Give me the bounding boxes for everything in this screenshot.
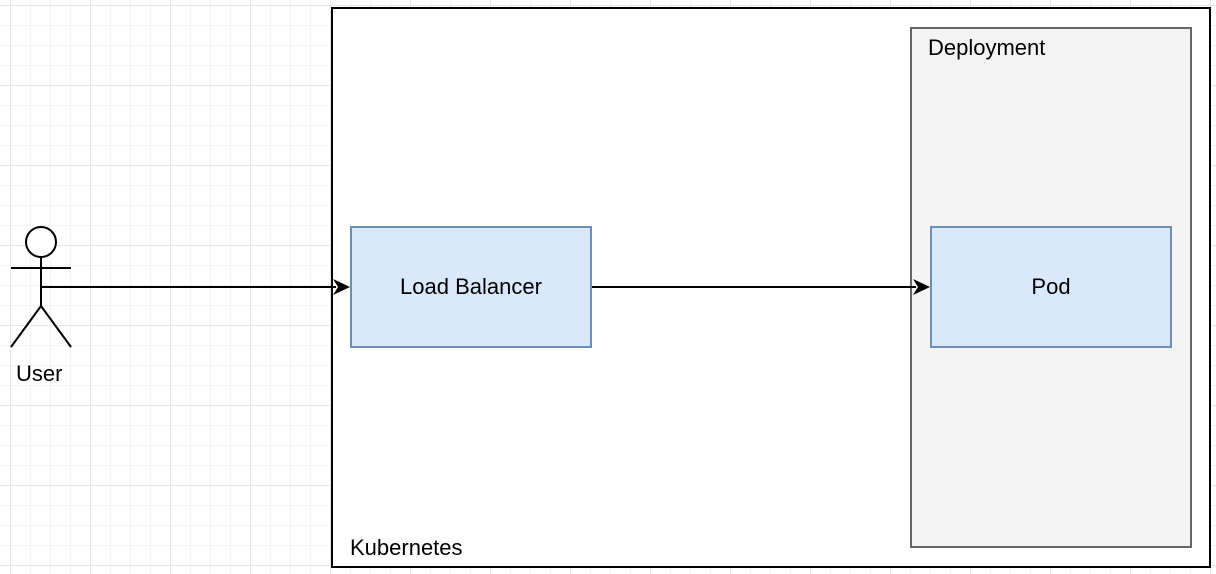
kubernetes-label: Kubernetes <box>350 535 463 560</box>
user-label: User <box>16 361 63 386</box>
user-actor-icon[interactable] <box>10 226 72 348</box>
arrowhead-icon <box>333 279 350 295</box>
load-balancer-label: Load Balancer <box>400 274 542 299</box>
edge-user-to-load-balancer[interactable] <box>41 279 350 295</box>
edge-load-balancer-to-pod[interactable] <box>592 279 930 295</box>
pod-label: Pod <box>1031 274 1071 299</box>
pod-node[interactable]: Pod <box>930 226 1172 348</box>
deployment-label: Deployment <box>928 35 1046 60</box>
arrowhead-icon <box>913 279 930 295</box>
load-balancer-node[interactable]: Load Balancer <box>350 226 592 348</box>
